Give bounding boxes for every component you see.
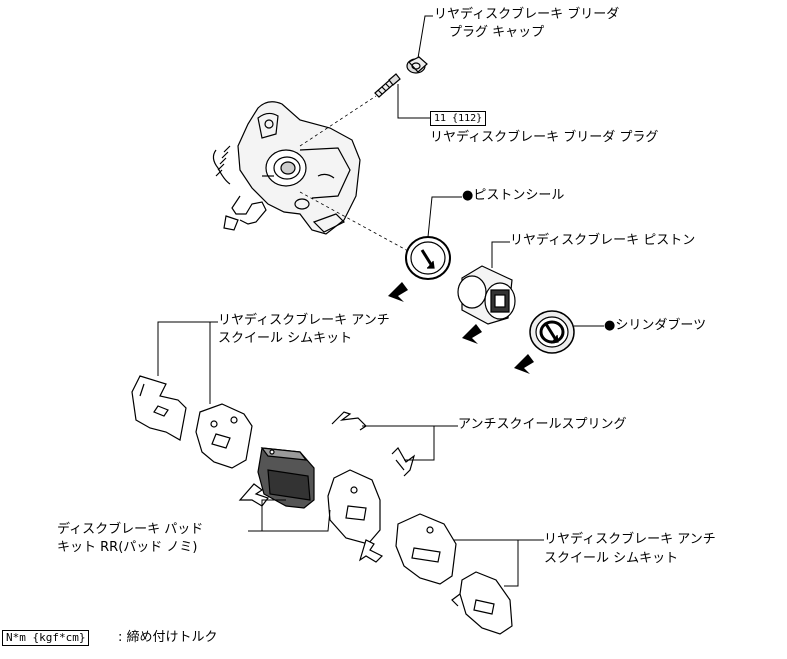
anti-squeal-spring-part-1 — [331, 411, 367, 431]
pad-kit-label-line1: ディスクブレーキ パッド — [57, 522, 204, 537]
upper-shim-part-2 — [195, 403, 253, 469]
upper-shim-part-1 — [131, 375, 187, 441]
oil-mark-dot-icon: ● — [604, 318, 616, 333]
bleeder-cap-label-line2: プラグ キャップ — [449, 25, 545, 40]
piston-seal-part — [405, 236, 451, 280]
piston-seal-label-text: ピストンシール — [473, 188, 565, 203]
lower-shim-kit-label-line2: スクイール シムキット — [544, 551, 679, 566]
brake-pad-part — [257, 447, 315, 509]
caliper-body-part — [212, 101, 361, 235]
bleeder-plug-torque-spec: 11 {112} — [430, 111, 487, 126]
cylinder-boot-label: ●シリンダブーツ — [604, 318, 706, 334]
oil-mark-dot-icon: ● — [462, 188, 474, 203]
piston-label: リヤディスクブレーキ ピストン — [510, 233, 696, 248]
lower-shim-part-2 — [451, 571, 513, 635]
torque-unit-legend-box: N*m {kgf*cm} — [2, 630, 90, 646]
bleeder-cap-label-line1: リヤディスクブレーキ ブリーダ — [434, 7, 620, 22]
bleeder-plug-cap-part — [406, 56, 428, 74]
leader-lines — [157, 15, 604, 587]
lower-shim-part-1 — [395, 513, 457, 585]
upper-shim-kit-label-line1: リヤディスクブレーキ アンチ — [218, 313, 390, 328]
piston-part — [457, 265, 516, 325]
pad-backing-plate-part — [327, 469, 381, 545]
alignment-dashed-lines — [299, 95, 411, 253]
pad-kit-label-line2: キット RR(パッド ノミ) — [57, 540, 198, 555]
black-arrow-group — [388, 282, 534, 374]
anti-squeal-spring-label: アンチスクイールスプリング — [458, 417, 627, 432]
anti-squeal-spring-part-2 — [391, 447, 416, 477]
bleeder-plug-label: リヤディスクブレーキ ブリーダ プラグ — [430, 130, 659, 145]
torque-legend-description: : 締め付けトルク — [118, 630, 218, 645]
hollow-arrow-group — [238, 483, 384, 563]
cylinder-boot-label-text: シリンダブーツ — [615, 318, 707, 333]
lower-shim-kit-label-line1: リヤディスクブレーキ アンチ — [544, 532, 716, 547]
bleeder-plug-part — [374, 73, 401, 98]
piston-seal-label: ●ピストンシール — [462, 188, 564, 204]
cylinder-boot-part — [529, 310, 575, 354]
upper-shim-kit-label-line2: スクイール シムキット — [218, 331, 353, 346]
